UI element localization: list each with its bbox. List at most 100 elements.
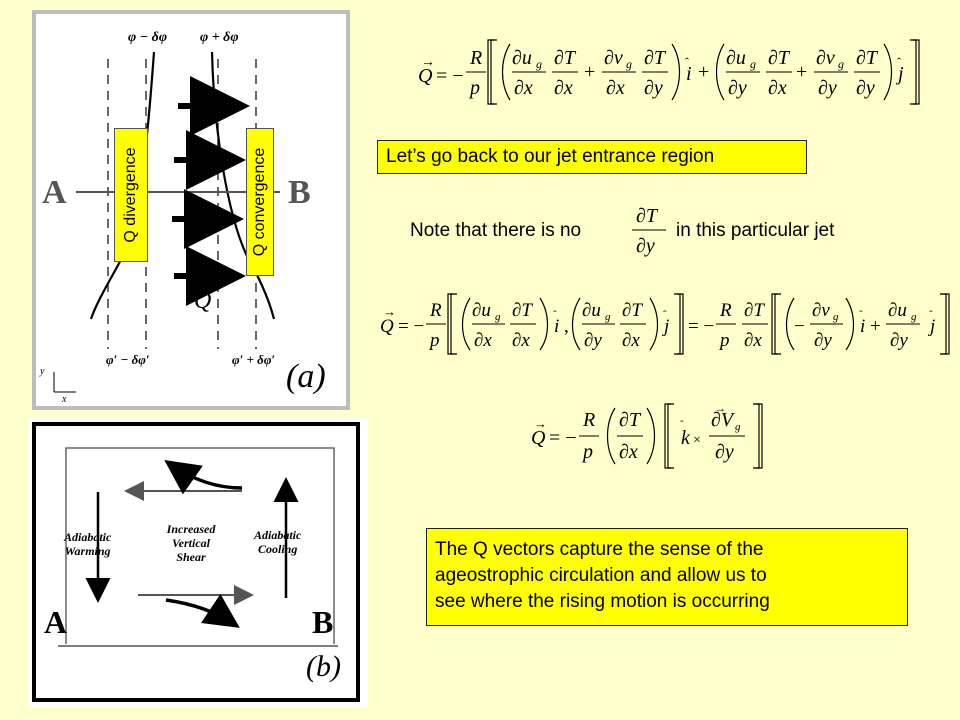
svg-text:,: , <box>564 316 569 337</box>
svg-text:g: g <box>536 57 542 71</box>
svg-text:∂x: ∂x <box>768 77 787 99</box>
panel-a-label: (a) <box>286 358 326 395</box>
svg-text:ˆ: ˆ <box>685 55 689 69</box>
svg-text:∂T: ∂T <box>636 205 659 227</box>
svg-text:∂x: ∂x <box>619 441 638 463</box>
svg-text:∂v: ∂v <box>812 300 830 321</box>
svg-text:g: g <box>626 57 632 71</box>
svg-text:∂T: ∂T <box>512 300 533 321</box>
svg-text:g: g <box>735 421 741 433</box>
svg-text:+: + <box>796 61 807 83</box>
adiabatic-cooling-line: Cooling <box>257 542 298 556</box>
svg-text:∂x: ∂x <box>512 330 530 351</box>
increased-shear-label: Increased Vertical Shear <box>156 522 226 564</box>
svg-text:∂u: ∂u <box>472 300 491 321</box>
q-vector-letter: Q <box>194 288 212 314</box>
note-text-before: Note that there is no <box>410 220 582 241</box>
svg-text:∂x: ∂x <box>474 330 492 351</box>
adiabatic-warming-label: Adiabatic Warming <box>64 530 111 558</box>
note-text-after: in this particular jet <box>676 220 835 241</box>
svg-text:×: × <box>693 433 701 448</box>
svg-text:p: p <box>468 77 480 99</box>
svg-text:∂y: ∂y <box>890 330 908 351</box>
panel-b-svg <box>32 422 360 702</box>
svg-text:R: R <box>469 47 482 69</box>
svg-text:= −: = − <box>688 316 714 337</box>
svg-text:∂v: ∂v <box>604 47 623 69</box>
adiabatic-warming-line: Adiabatic <box>64 530 112 544</box>
q-vector-cross-product-equation: Q → = − R p ∂T ∂x kˆ × ∂V → g ∂y <box>531 403 763 469</box>
svg-text:∂y: ∂y <box>728 77 747 99</box>
svg-text:+: + <box>698 61 709 83</box>
svg-text:∂V: ∂V <box>711 409 736 431</box>
q-convergence-text: Q convergence <box>251 147 268 257</box>
svg-text:+: + <box>870 316 881 337</box>
svg-text:g: g <box>838 57 844 71</box>
svg-text:g: g <box>911 311 917 323</box>
svg-text:R: R <box>582 409 595 431</box>
svg-text:∂u: ∂u <box>888 300 907 321</box>
dT-dy-expression: ∂T ∂y <box>632 205 666 257</box>
svg-text:∂T: ∂T <box>644 47 667 69</box>
svg-text:∂T: ∂T <box>622 300 643 321</box>
increased-shear-line: Shear <box>176 550 206 564</box>
svg-text:g: g <box>750 57 756 71</box>
svg-text:∂u: ∂u <box>582 300 601 321</box>
callout-line: see where the rising motion is occurring <box>435 591 770 612</box>
svg-text:∂u: ∂u <box>512 47 532 69</box>
panel-b-label: (b) <box>306 650 341 683</box>
point-a-label: A <box>42 174 67 211</box>
svg-text:∂T: ∂T <box>619 409 642 431</box>
lower-curved-arrow <box>165 593 240 628</box>
svg-text:g: g <box>495 311 501 323</box>
axis-x-label: x <box>62 394 67 405</box>
svg-text:∂T: ∂T <box>856 47 879 69</box>
svg-text:R: R <box>429 300 442 321</box>
svg-text:→: → <box>421 55 435 70</box>
svg-text:ˆ: ˆ <box>859 309 863 321</box>
svg-text:∂u: ∂u <box>726 47 746 69</box>
svg-text:ˆ: ˆ <box>680 419 684 431</box>
svg-text:i: i <box>554 316 559 337</box>
svg-text:∂y: ∂y <box>584 330 602 351</box>
svg-text:j: j <box>661 316 669 337</box>
contour-label-phi-plus: φ + δφ <box>200 30 239 45</box>
callout-line: ageostrophic circulation and allow us to <box>435 565 767 586</box>
panel-b-diagram: Adiabatic Warming Increased Vertical She… <box>28 418 368 708</box>
svg-text:j: j <box>927 316 935 337</box>
svg-text:∂y: ∂y <box>814 330 832 351</box>
svg-text:∂y: ∂y <box>636 235 655 257</box>
svg-text:= −: = − <box>436 65 464 87</box>
svg-text:∂y: ∂y <box>856 77 875 99</box>
callout-line: The Q vectors capture the sense of the <box>435 539 764 560</box>
svg-text:∂x: ∂x <box>606 77 625 99</box>
increased-shear-line: Vertical <box>172 536 210 550</box>
svg-text:g: g <box>605 311 611 323</box>
vector-arrow-icon: → <box>197 276 211 291</box>
panel-a-diagram: φ − δφ φ + δφ φ′ − δφ′ φ′ + δφ′ A B → Q … <box>32 10 350 410</box>
circulation-box-outline <box>65 447 335 644</box>
svg-text:ˆ: ˆ <box>897 55 901 69</box>
point-b-label: B <box>288 174 311 211</box>
svg-text:p: p <box>581 441 593 463</box>
upper-curved-arrow <box>164 459 243 495</box>
svg-text:Q: Q <box>418 65 433 87</box>
q-divergence-label: Q divergence <box>114 128 148 262</box>
svg-text:R: R <box>719 300 732 321</box>
jet-entrance-callout: Let’s go back to our jet entrance region <box>377 140 807 174</box>
svg-text:k: k <box>681 427 691 449</box>
svg-text:ˆ: ˆ <box>553 309 557 321</box>
svg-text:∂x: ∂x <box>554 77 573 99</box>
svg-text:g: g <box>833 311 839 323</box>
adiabatic-warming-line: Warming <box>64 544 111 558</box>
contour-label-phi-prime-plus: φ′ + δφ′ <box>232 352 276 367</box>
q-divergence-text: Q divergence <box>122 147 139 243</box>
svg-text:Q: Q <box>380 316 394 337</box>
svg-text:ˆ: ˆ <box>663 309 667 321</box>
svg-text:∂x: ∂x <box>514 77 533 99</box>
q-vector-label: → Q <box>194 276 212 315</box>
panel-b-frame <box>32 422 360 702</box>
svg-text:∂v: ∂v <box>816 47 835 69</box>
